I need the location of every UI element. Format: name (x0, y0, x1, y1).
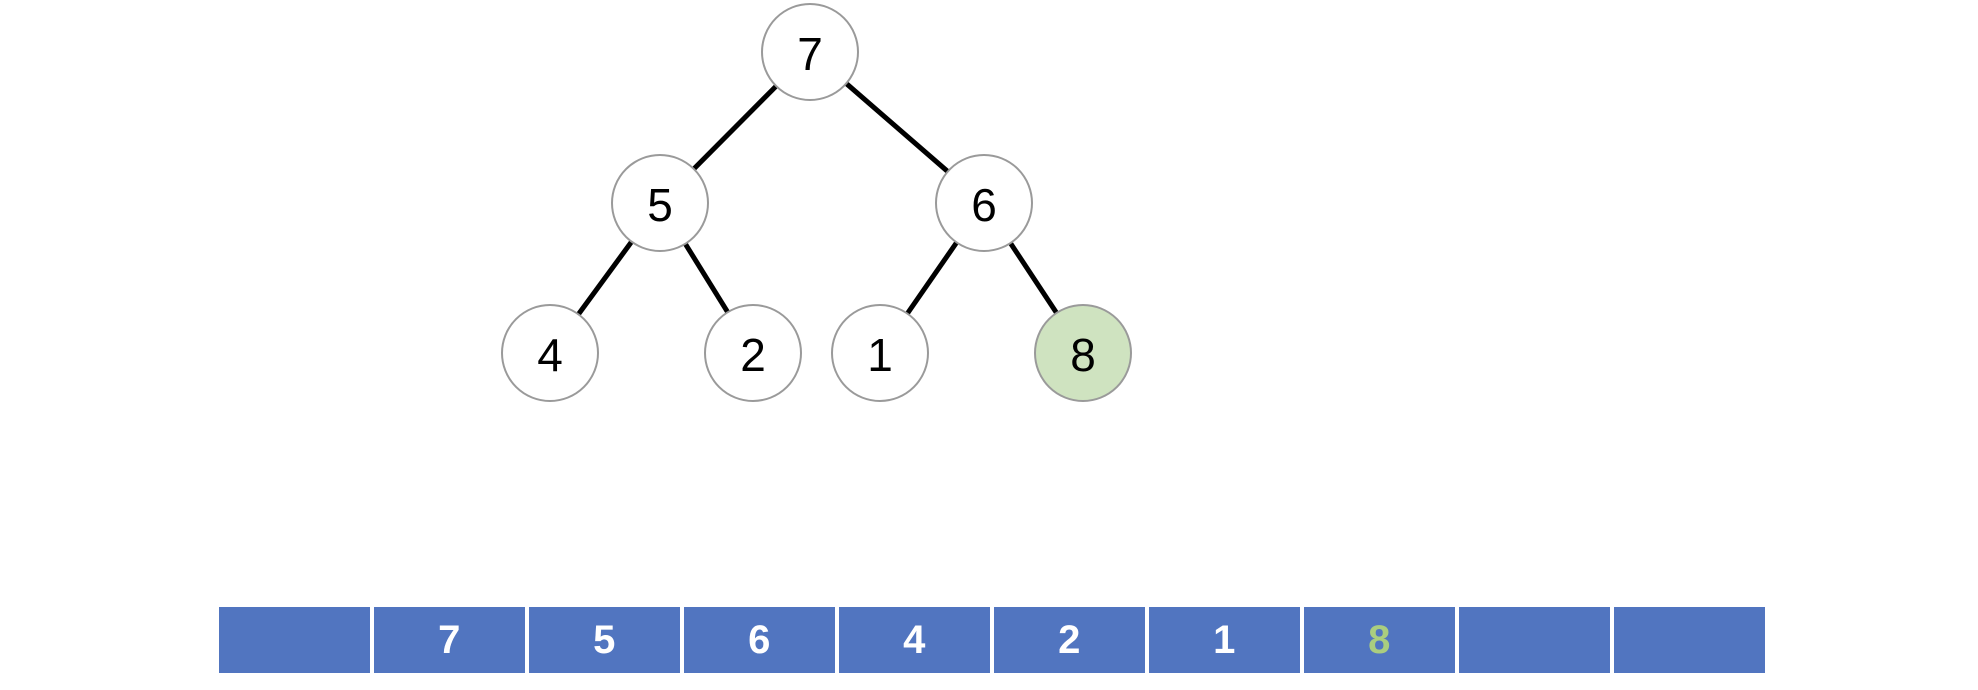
tree-node-4[interactable]: 4 (501, 304, 599, 402)
tree-node-label: 2 (740, 329, 766, 381)
tree-node-layer: 7 5 6 4 2 1 8 (501, 3, 1132, 402)
tree-node-label: 7 (797, 28, 823, 80)
array-cell-3[interactable]: 6 (684, 607, 835, 673)
tree-node-label: 8 (1070, 329, 1096, 381)
tree-node-1[interactable]: 1 (831, 304, 929, 402)
tree-node-6[interactable]: 6 (935, 154, 1033, 252)
tree-edge-7-6 (843, 80, 951, 175)
tree-node-label: 5 (647, 179, 673, 231)
tree-node-8[interactable]: 8 (1034, 304, 1132, 402)
tree-node-7[interactable]: 7 (761, 3, 859, 101)
array-cell-7[interactable]: 8 (1304, 607, 1455, 673)
tree-node-circle-highlighted (1034, 304, 1132, 402)
array-cell-5[interactable]: 2 (994, 607, 1145, 673)
tree-node-label: 4 (537, 329, 563, 381)
array-cell-1[interactable]: 7 (374, 607, 525, 673)
tree-node-circle (611, 154, 709, 252)
array-cell-6[interactable]: 1 (1149, 607, 1300, 673)
tree-edge-6-1 (904, 240, 960, 316)
tree-node-label: 1 (867, 329, 893, 381)
array-cell-2[interactable]: 5 (529, 607, 680, 673)
tree-edge-6-8 (1007, 240, 1060, 316)
tree-node-circle (831, 304, 929, 402)
binary-tree-diagram: 7 5 6 4 2 1 8 (501, 3, 1132, 402)
tree-node-circle (935, 154, 1033, 252)
tree-node-circle (704, 304, 802, 402)
tree-edge-5-2 (682, 241, 731, 315)
array-cell-4[interactable]: 4 (839, 607, 990, 673)
tree-edge-layer (575, 80, 1060, 317)
tree-node-circle (761, 3, 859, 101)
array-cell-9[interactable] (1614, 607, 1765, 673)
array-cell-0[interactable] (219, 607, 370, 673)
array-cell-8[interactable] (1459, 607, 1610, 673)
tree-node-label: 6 (971, 179, 997, 231)
tree-node-circle (501, 304, 599, 402)
tree-node-5[interactable]: 5 (611, 154, 709, 252)
tree-edge-7-5 (691, 83, 779, 172)
tree-edge-5-4 (575, 239, 635, 317)
tree-node-2[interactable]: 2 (704, 304, 802, 402)
